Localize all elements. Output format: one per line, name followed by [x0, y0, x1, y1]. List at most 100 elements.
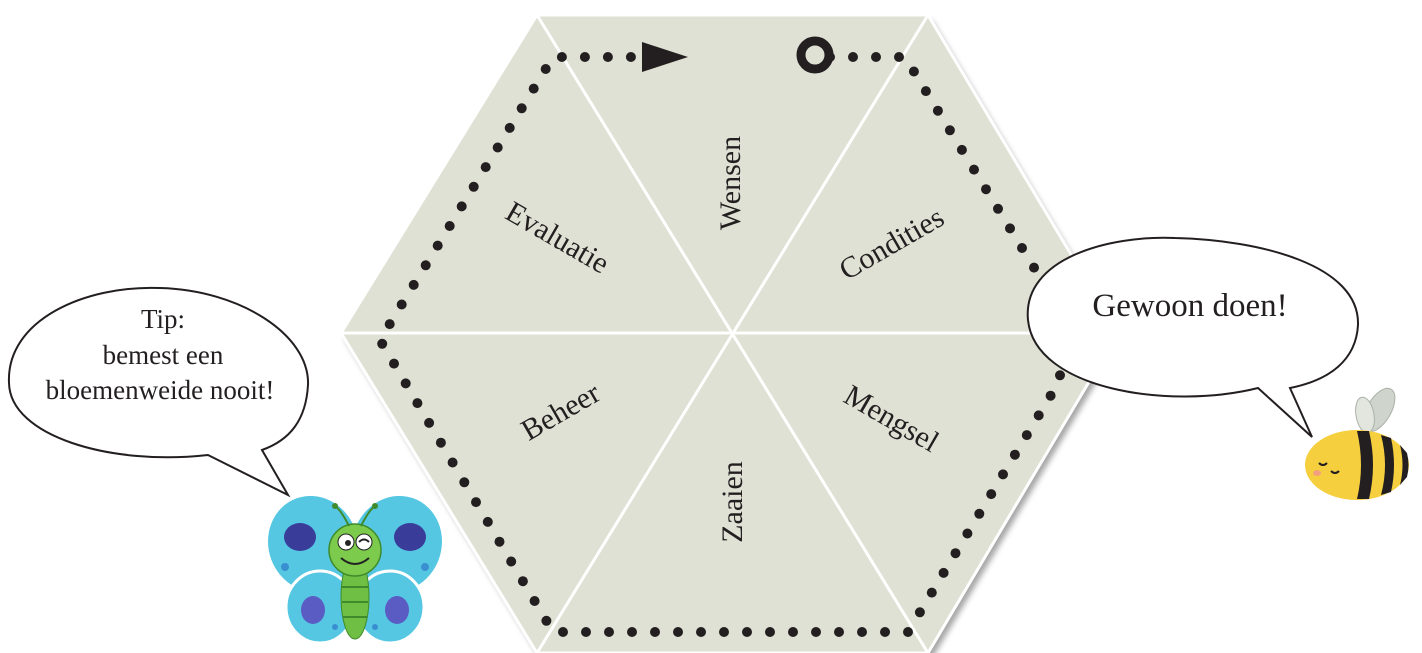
path-dot [409, 280, 419, 290]
wing-dot [281, 563, 289, 571]
path-dot [951, 548, 961, 558]
path-dot [788, 627, 798, 637]
bee-icon [1305, 383, 1409, 500]
path-dot [957, 145, 967, 155]
path-dot [857, 627, 867, 637]
path-dot [481, 162, 491, 172]
path-dot [1055, 370, 1065, 380]
path-dot [939, 568, 949, 578]
path-dot [986, 489, 996, 499]
path-dot [433, 241, 443, 251]
path-dot [580, 52, 590, 62]
path-dot [909, 67, 919, 77]
path-dot [880, 627, 890, 637]
path-dot [915, 607, 925, 617]
path-dot [448, 458, 458, 468]
wing-dot [332, 624, 338, 630]
path-dot [848, 52, 858, 62]
path-dot [974, 509, 984, 519]
path-dot [627, 627, 637, 637]
tip-line-3: bloemenweide nooit! [46, 375, 275, 405]
path-dot [696, 627, 706, 637]
path-dot [541, 616, 551, 626]
path-dot [493, 143, 503, 153]
path-dot [650, 627, 660, 637]
path-dot [871, 52, 881, 62]
path-dot [1046, 391, 1056, 401]
path-dot [505, 123, 515, 133]
path-dot [834, 627, 844, 637]
path-dot [933, 106, 943, 116]
path-dot [945, 125, 955, 135]
butterfly-icon [253, 481, 458, 643]
path-dot [558, 627, 568, 637]
path-dot [927, 588, 937, 598]
path-dot [903, 627, 913, 637]
path-dot [1022, 430, 1032, 440]
path-dot [471, 497, 481, 507]
path-dot [581, 627, 591, 637]
path-dot [421, 260, 431, 270]
path-dot [1010, 450, 1020, 460]
path-dot [1029, 263, 1039, 273]
path-dot [506, 557, 516, 567]
path-dot [811, 627, 821, 637]
path-dot [445, 221, 455, 231]
path-dot [981, 184, 991, 194]
path-dot [921, 86, 931, 96]
butterfly-head [329, 524, 381, 576]
path-dot [397, 300, 407, 310]
wing-dot [372, 624, 378, 630]
antenna-tip [372, 503, 378, 509]
doen-speech-bubble: Gewoon doen! [1028, 238, 1358, 437]
path-dot [673, 627, 683, 637]
path-dot [626, 52, 636, 62]
path-dot [529, 84, 539, 94]
bee-cheek [1313, 470, 1321, 476]
path-dot [412, 398, 422, 408]
wing-spot [385, 596, 409, 624]
path-dot [541, 64, 551, 74]
tip-line-1: Tip: [141, 304, 185, 334]
eye [356, 534, 372, 550]
path-dot [603, 52, 613, 62]
segment-label-wensen: Wensen [714, 136, 747, 230]
path-dot [719, 627, 729, 637]
path-dot [469, 182, 479, 192]
path-dot [483, 517, 493, 527]
wing-spot [284, 523, 316, 551]
path-dot [742, 627, 752, 637]
path-dot [457, 201, 467, 211]
path-dot [518, 576, 528, 586]
path-dot [495, 537, 505, 547]
path-dot [377, 339, 387, 349]
pupil [345, 540, 351, 546]
antenna-tip [332, 503, 338, 509]
wing-spot [301, 596, 325, 624]
path-dot [424, 418, 434, 428]
path-dot [385, 319, 395, 329]
path-dot [604, 627, 614, 637]
path-dot [998, 469, 1008, 479]
path-dot [1017, 243, 1027, 253]
tip-line-2: bemest een [103, 340, 224, 370]
path-dot [1005, 223, 1015, 233]
wing-spot [394, 523, 426, 551]
tip-speech-bubble: Tip: bemest een bloemenweide nooit! [9, 288, 308, 495]
wing-dot [421, 563, 429, 571]
path-dot [962, 529, 972, 539]
path-dot [969, 165, 979, 175]
speech-bubble-shape [1028, 238, 1358, 437]
path-dot [401, 378, 411, 388]
path-dot [459, 477, 469, 487]
path-dot [894, 52, 904, 62]
path-dot [557, 52, 567, 62]
path-dot [530, 596, 540, 606]
path-dot [1034, 410, 1044, 420]
doen-text: Gewoon doen! [1092, 288, 1287, 324]
segment-label-zaaien: Zaaien [716, 461, 749, 543]
path-dot [993, 204, 1003, 214]
path-dot [517, 103, 527, 113]
